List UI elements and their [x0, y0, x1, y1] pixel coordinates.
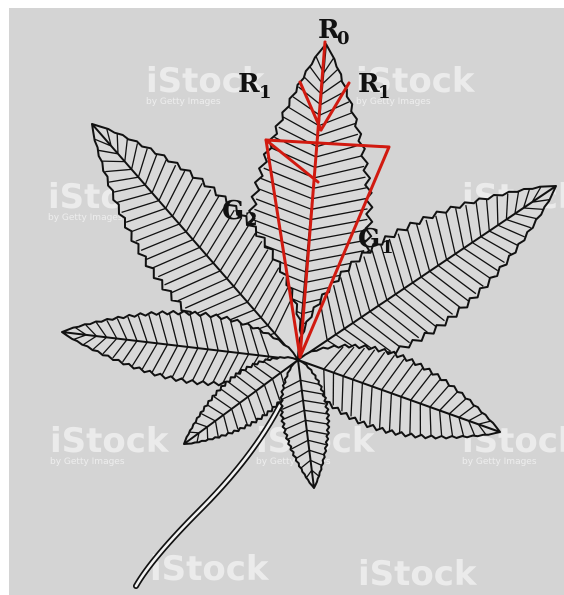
leaflet-upper-left-vein	[102, 161, 125, 162]
label-r0-subscript: 0	[337, 28, 350, 49]
watermark-credit: by Getty Images	[48, 213, 123, 223]
watermark-brand: iStock	[50, 421, 170, 461]
watermark-brand: iStock	[150, 549, 270, 589]
label-r1-left: R	[238, 69, 260, 99]
watermark-credit: by Getty Images	[146, 97, 221, 107]
watermark-credit: by Getty Images	[50, 457, 125, 467]
leaflet-lower-left-vein	[207, 427, 208, 440]
watermark-credit: by Getty Images	[462, 457, 537, 467]
label-r1-right-subscript: 1	[378, 82, 391, 103]
label-g2: G	[222, 196, 244, 226]
leaflet-upper-right-vein	[497, 196, 498, 225]
watermark-brand: iStock	[358, 554, 478, 594]
leaflet-right-vein	[410, 400, 411, 434]
label-g1: G	[358, 224, 380, 254]
label-r1-right: R	[358, 69, 380, 99]
label-r1-left-subscript: 1	[259, 82, 272, 103]
leaflet-upper-left-vein	[117, 134, 118, 154]
leaflet-lower-left-vein	[190, 432, 199, 433]
label-g2-subscript: 2	[245, 209, 258, 230]
label-g1-subscript: 1	[381, 237, 394, 258]
